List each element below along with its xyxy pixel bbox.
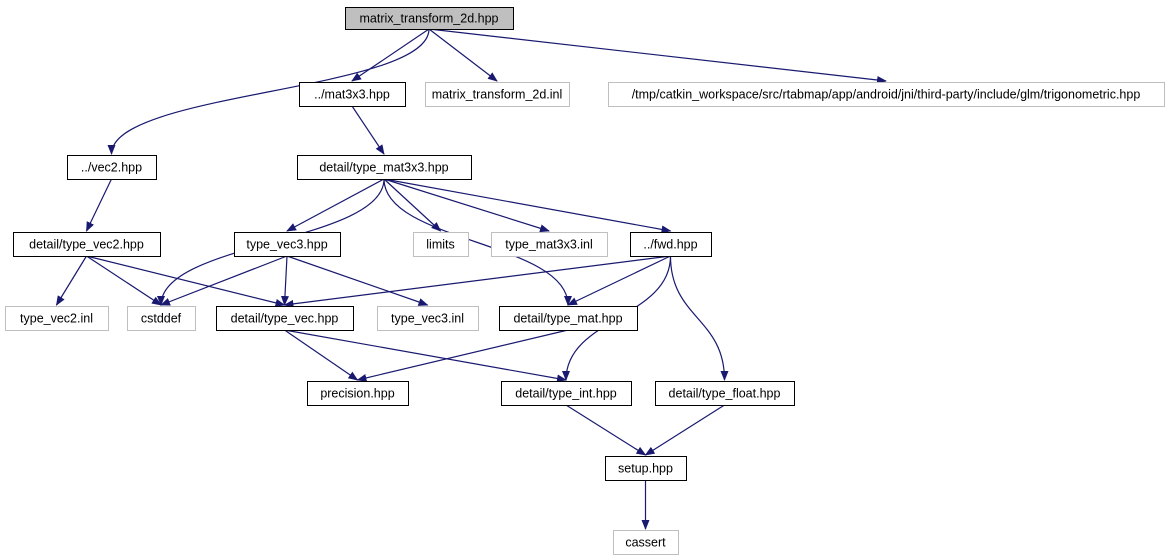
- node-label: type_vec3.hpp: [246, 238, 327, 252]
- edges-layer: [55, 28, 887, 530]
- node-label: ../fwd.hpp: [643, 238, 697, 252]
- node-limits: limits: [413, 232, 469, 257]
- node-box: [127, 306, 196, 331]
- nodes-layer: matrix_transform_2d.hpp ../mat3x3.hpp matr…: [5, 7, 1165, 555]
- node-label: detail/type_float.hpp: [669, 387, 781, 401]
- node-label: type_mat3x3.inl: [505, 238, 593, 252]
- node-box: [299, 82, 406, 107]
- node-label: ../vec2.hpp: [81, 161, 142, 175]
- edge-root-to-mt2d_inl: [428, 28, 498, 82]
- node-mat3x3[interactable]: ../mat3x3.hpp: [299, 82, 406, 107]
- edge-type_mat3x3-to-limits: [383, 178, 442, 232]
- node-type-mat3x3-inl: type_mat3x3.inl: [491, 232, 608, 257]
- node-label: matrix_transform_2d.inl: [432, 88, 563, 102]
- node-label: type_vec3.inl: [391, 312, 464, 326]
- node-type-vec[interactable]: detail/type_vec.hpp: [216, 306, 354, 331]
- node-label: detail/type_mat.hpp: [513, 312, 622, 326]
- node-box: [499, 306, 638, 331]
- node-label: /tmp/catkin_workspace/src/rtabmap/app/an…: [632, 88, 1141, 102]
- node-box: [608, 82, 1165, 107]
- node-label: setup.hpp: [618, 462, 673, 476]
- node-label: precision.hpp: [320, 387, 394, 401]
- node-box: [377, 306, 479, 331]
- node-label: type_vec2.inl: [20, 312, 93, 326]
- edge-fwd-to-type_mat: [567, 255, 671, 306]
- node-box: [491, 232, 608, 257]
- node-box: [655, 381, 795, 406]
- node-box: [297, 155, 472, 180]
- node-type-vec3-inl: type_vec3.inl: [377, 306, 479, 331]
- edge-root-to-vec2: [107, 28, 430, 155]
- node-type-vec3[interactable]: type_vec3.hpp: [234, 232, 341, 257]
- node-box: [67, 155, 157, 180]
- edge-type_vec2-to-type_vec2_inl: [55, 255, 88, 306]
- node-label: detail/type_mat3x3.hpp: [319, 161, 448, 175]
- node-box: [345, 7, 514, 30]
- edge-type_vec3-to-type_vec3_inl: [286, 255, 429, 306]
- node-box: [13, 232, 161, 257]
- node-type-vec2-inl: type_vec2.inl: [5, 306, 109, 331]
- edge-fwd-to-type_float: [669, 255, 729, 381]
- node-type-float[interactable]: detail/type_float.hpp: [655, 381, 795, 406]
- edge-type_vec-to-precision: [284, 329, 359, 381]
- node-label: limits: [426, 238, 454, 252]
- node-root[interactable]: matrix_transform_2d.hpp: [345, 7, 514, 30]
- node-label: cassert: [625, 536, 666, 550]
- edge-type_vec3-to-cstddef: [160, 255, 288, 306]
- edge-mat3x3-to-type_mat3x3: [351, 105, 385, 155]
- edge-type_vec-to-type_int: [284, 329, 567, 383]
- node-box: [613, 530, 679, 555]
- node-box: [425, 82, 570, 107]
- node-precision[interactable]: precision.hpp: [307, 381, 409, 406]
- node-fwd[interactable]: ../fwd.hpp: [630, 232, 712, 257]
- node-box: [234, 232, 341, 257]
- node-box: [413, 232, 469, 257]
- edge-type_mat-to-precision: [356, 329, 569, 382]
- node-label: detail/type_vec.hpp: [231, 312, 339, 326]
- edge-type_mat3x3-to-type_mat3x3_inl: [383, 178, 550, 233]
- node-type-mat3x3[interactable]: detail/type_mat3x3.hpp: [297, 155, 472, 180]
- edge-type_vec3-to-type_vec: [280, 255, 289, 306]
- edge-type_mat3x3-to-type_vec3: [286, 178, 385, 232]
- node-box: [630, 232, 712, 257]
- node-mt2d-inl: matrix_transform_2d.inl: [425, 82, 570, 107]
- node-label: detail/type_vec2.hpp: [29, 238, 144, 252]
- node-box: [307, 381, 409, 406]
- node-label: detail/type_int.hpp: [515, 387, 617, 401]
- node-label: cstddef: [141, 312, 182, 326]
- edge-vec2-to-type_vec2: [85, 178, 113, 232]
- node-cassert: cassert: [613, 530, 679, 555]
- edge-root-to-mat3x3: [351, 28, 430, 82]
- node-vec2[interactable]: ../vec2.hpp: [67, 155, 157, 180]
- edge-type_float-to-setup: [644, 404, 725, 456]
- node-type-int[interactable]: detail/type_int.hpp: [501, 381, 632, 406]
- node-type-vec2[interactable]: detail/type_vec2.hpp: [13, 232, 161, 257]
- edge-type_vec2-to-type_vec: [86, 255, 286, 307]
- edge-root-to-trig: [428, 28, 887, 84]
- node-label: matrix_transform_2d.hpp: [360, 12, 499, 26]
- node-box: [216, 306, 354, 331]
- edge-fwd-to-type_vec: [283, 255, 671, 308]
- edge-type_mat3x3-to-type_mat: [383, 178, 572, 306]
- node-label: ../mat3x3.hpp: [314, 88, 390, 102]
- edge-type_int-to-setup: [565, 404, 647, 456]
- node-type-mat[interactable]: detail/type_mat.hpp: [499, 306, 638, 331]
- node-setup[interactable]: setup.hpp: [605, 456, 687, 481]
- edge-type_mat3x3-to-fwd: [383, 178, 672, 234]
- node-cstddef: cstddef: [127, 306, 196, 331]
- node-box: [501, 381, 632, 406]
- edge-type_vec2-to-cstddef: [86, 255, 162, 306]
- node-trig: /tmp/catkin_workspace/src/rtabmap/app/an…: [608, 82, 1165, 107]
- node-box: [5, 306, 109, 331]
- node-box: [605, 456, 687, 481]
